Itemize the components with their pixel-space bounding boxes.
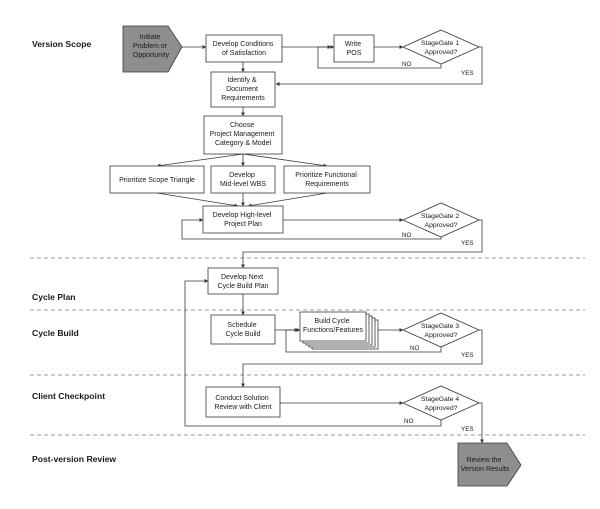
connector-arrow-no — [285, 328, 442, 353]
connector-arrow-no — [181, 218, 442, 240]
yes-label: YES — [461, 70, 474, 77]
initiate-label: Initiate Problem or Opportunity — [133, 34, 170, 59]
stagegate-1-label: StageGate 1 Approved? — [421, 40, 461, 56]
no-label: NO — [410, 345, 420, 352]
stagegate-2-decision: StageGate 2 Approved? — [402, 202, 480, 238]
develop-conditions-label: Develop Conditions of Satisfaction — [213, 41, 276, 57]
develop-conditions-box: Develop Conditions of Satisfaction — [205, 34, 283, 63]
connector-arrow — [247, 192, 328, 208]
write-pos-box: Write POS — [333, 34, 375, 63]
connector-arrow-yes — [275, 46, 483, 86]
build-cycle-stack: Build Cycle Functions/Features — [299, 311, 379, 350]
yes-label: YES — [461, 352, 474, 359]
review-results-terminal: Review the Version Results — [457, 442, 522, 487]
develop-wbs-label: Develop Mid-level WBS — [220, 172, 266, 188]
schedule-cycle-box: Schedule Cycle Build — [210, 314, 276, 345]
review-results-label: Review the Version Results — [461, 457, 510, 473]
develop-plan-label: Develop High-level Project Plan — [213, 212, 274, 228]
no-label: NO — [404, 418, 414, 425]
choose-pm-label: Choose Project Management Category & Mod… — [210, 122, 277, 147]
next-cycle-plan-label: Develop Next Cycle Build Plan — [218, 274, 269, 290]
develop-plan-box: Develop High-level Project Plan — [202, 205, 284, 234]
identify-requirements-label: Identify & Document Requirements — [221, 77, 265, 102]
stagegate-3-label: StageGate 3 Approved? — [421, 323, 461, 339]
connector-arrow — [156, 153, 244, 168]
phase-label-cycle-plan: Cycle Plan — [32, 292, 75, 302]
phase-label-client-checkpoint: Client Checkpoint — [32, 391, 105, 401]
yes-label: YES — [461, 240, 474, 247]
stagegate-4-label: StageGate 4 Approved? — [421, 396, 461, 412]
conduct-review-box: Conduct Solution Review with Client — [205, 386, 281, 418]
build-cycle-box — [299, 311, 367, 342]
conduct-review-label: Conduct Solution Review with Client — [214, 395, 271, 411]
connector-arrow — [242, 153, 328, 168]
prioritize-scope-label: Prioritize Scope Triangle — [119, 177, 195, 184]
phase-label-post-version-review: Post-version Review — [32, 454, 116, 464]
identify-requirements-box: Identify & Document Requirements — [210, 71, 276, 108]
no-label: NO — [402, 232, 412, 239]
stagegate-1-decision: StageGate 1 Approved? — [402, 29, 480, 65]
build-cycle-label: Build Cycle Functions/Features — [303, 318, 363, 334]
connector-arrow-no — [184, 279, 442, 427]
schedule-cycle-label: Schedule Cycle Build — [225, 322, 260, 338]
initiate-terminal: Initiate Problem or Opportunity — [122, 25, 183, 73]
stagegate-4-decision: StageGate 4 Approved? — [402, 385, 480, 421]
choose-pm-box: Choose Project Management Category & Mod… — [203, 115, 283, 155]
prioritize-scope-box: Prioritize Scope Triangle — [109, 165, 205, 194]
connector-arrow-no — [317, 45, 442, 69]
stagegate-2-label: StageGate 2 Approved? — [421, 213, 461, 229]
connector-arrow — [156, 192, 239, 208]
phase-label-cycle-build: Cycle Build — [32, 328, 79, 338]
stagegate-3-decision: StageGate 3 Approved? — [402, 312, 480, 348]
connector-arrow-yes — [479, 402, 484, 444]
next-cycle-plan-box: Develop Next Cycle Build Plan — [207, 267, 279, 295]
connector-arrow-yes — [241, 219, 483, 269]
write-pos-label: Write POS — [345, 41, 363, 57]
no-label: NO — [402, 61, 412, 68]
connector-arrow-yes — [241, 329, 483, 388]
phase-label-version-scope: Version Scope — [32, 39, 91, 49]
prioritize-functional-box: Prioritize Functional Requirements — [283, 165, 371, 194]
yes-label: YES — [461, 426, 474, 433]
prioritize-functional-label: Prioritize Functional Requirements — [295, 172, 358, 188]
develop-wbs-box: Develop Mid-level WBS — [210, 165, 276, 194]
